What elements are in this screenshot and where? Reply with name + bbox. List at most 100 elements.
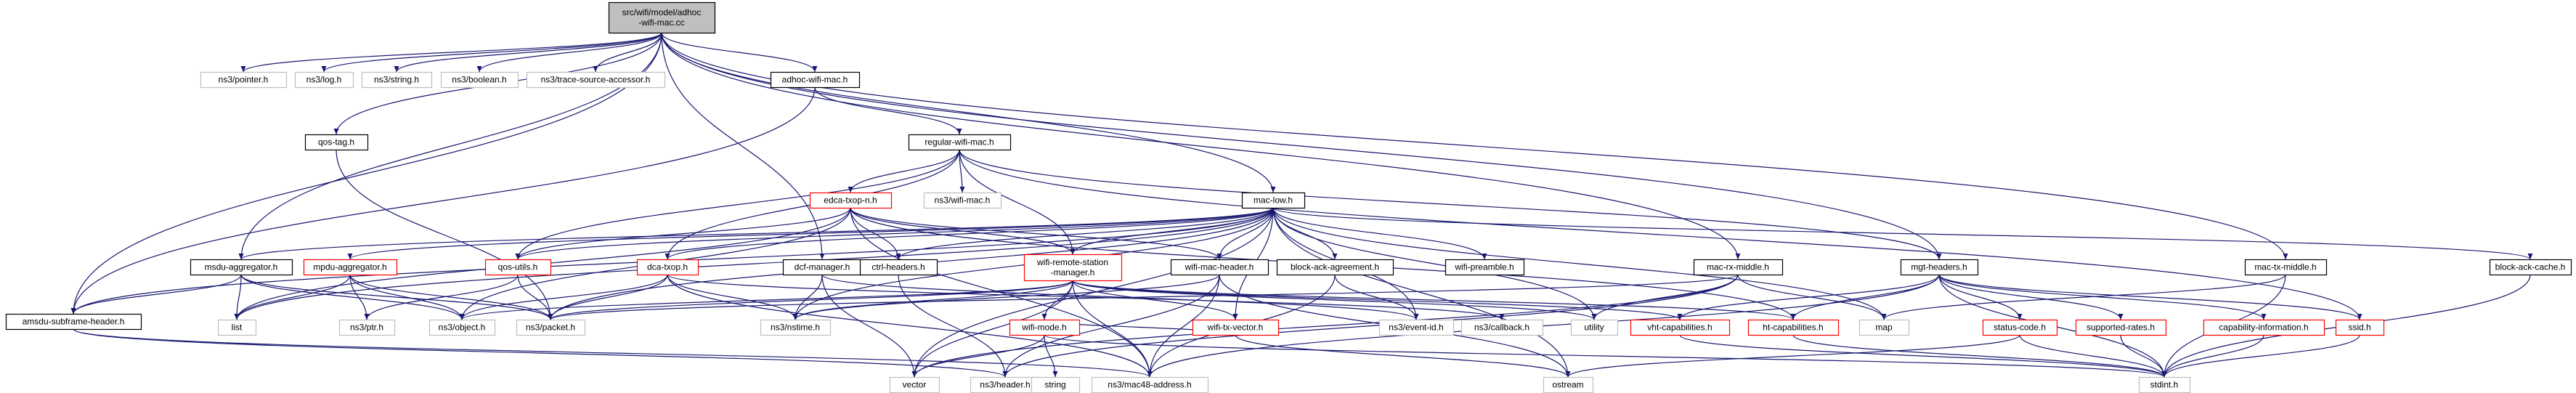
edge-mpdu-to-object (349, 274, 463, 320)
node-label: ostream (1552, 380, 1583, 390)
node-rxmiddle[interactable]: mac-rx-middle.h (1693, 259, 1784, 276)
arrowhead-icon (1002, 371, 1008, 377)
edge-root-to-adhoc (661, 32, 816, 73)
node-bacache[interactable]: block-ack-cache.h (2489, 259, 2572, 276)
arrowhead-icon (394, 66, 399, 72)
node-label: vector (903, 380, 927, 390)
edge-mgt-to-capinfo (1938, 274, 2264, 320)
node-strg: string (1031, 376, 1081, 393)
node-label: supported-rates.h (2087, 323, 2155, 333)
node-box (760, 319, 832, 336)
node-preamble[interactable]: wifi-preamble.h (1445, 259, 1525, 276)
arrowhead-icon (70, 308, 76, 314)
node-qosutils[interactable]: qos-utils.h (484, 259, 552, 276)
node-wmh[interactable]: wifi-mac-header.h (1170, 259, 1269, 276)
edge-wrsm-to-utility (1072, 280, 1595, 320)
arrowhead-icon (2527, 254, 2533, 259)
node-dcf[interactable]: dcf-manager.h (782, 259, 863, 276)
node-amsdu[interactable]: amsdu-subframe-header.h (5, 313, 142, 331)
arrowhead-icon (1147, 371, 1153, 377)
node-mpdu[interactable]: mpdu-aggregator.h (303, 259, 398, 276)
edge-root-to-mgt (661, 32, 1940, 260)
node-box (428, 319, 496, 336)
node-qostag[interactable]: qos-tag.h (304, 134, 369, 151)
edge-dcatxop-to-packet (550, 274, 668, 320)
edge-dcatxop-to-callback (667, 274, 1503, 320)
node-boolean: ns3/boolean.h (440, 71, 519, 89)
node-ssid[interactable]: ssid.h (2335, 319, 2385, 336)
edge-wmh-to-mac48 (1149, 274, 1220, 378)
node-label: ns3/event-id.h (1389, 323, 1443, 333)
node-baa[interactable]: block-ack-agreement.h (1276, 259, 1394, 276)
node-label: block-ack-agreement.h (1291, 262, 1379, 272)
arrowhead-icon (364, 314, 370, 320)
node-status[interactable]: status-code.h (1982, 319, 2058, 336)
edge-root-to-txmiddle (661, 32, 2286, 260)
node-box (636, 259, 699, 276)
node-label: wifi-preamble.h (1454, 262, 1513, 272)
node-edca[interactable]: edca-txop-n.h (809, 192, 893, 209)
edge-edca-to-qosutils (517, 207, 851, 260)
node-string: ns3/string.h (361, 71, 433, 89)
edge-wrsm-to-packet (550, 280, 1073, 320)
node-dcatxop[interactable]: dca-txop.h (636, 259, 699, 276)
edge-txmiddle-to-map (1883, 274, 2286, 320)
node-label: ns3/packet.h (526, 323, 575, 333)
node-maclow[interactable]: mac-low.h (1241, 192, 1306, 209)
node-adhoc[interactable]: adhoc-wifi-mac.h (770, 71, 861, 89)
node-wifimode[interactable]: wifi-mode.h (1009, 319, 1081, 336)
edge-wtv-to-ostream (1235, 334, 1569, 378)
node-capinfo[interactable]: capability-information.h (2203, 319, 2325, 336)
node-wtv[interactable]: wifi-tx-vector.h (1192, 319, 1280, 336)
node-label: ht-capabilities.h (1763, 323, 1823, 333)
arrowhead-icon (1413, 314, 1419, 320)
node-msdu[interactable]: msdu-aggregator.h (190, 259, 293, 276)
node-ctrl[interactable]: ctrl-headers.h (859, 259, 938, 276)
node-vht[interactable]: vht-capabilities.h (1630, 319, 1731, 336)
node-label: string (1044, 380, 1065, 390)
nodes-layer: src/wifi/model/adhoc-wifi-mac.ccns3/poin… (5, 1, 2572, 393)
node-wrsm[interactable]: wifi-remote-station-manager.h (1023, 254, 1123, 282)
node-regular[interactable]: regular-wifi-mac.h (908, 134, 1012, 151)
node-label: vht-capabilities.h (1647, 323, 1712, 333)
node-box (1378, 319, 1455, 336)
edge-msdu-to-packet (240, 274, 551, 320)
node-label: wifi-mac-header.h (1185, 262, 1254, 272)
node-box (2203, 319, 2325, 336)
node-log: ns3/log.h (294, 71, 354, 89)
node-txmiddle[interactable]: mac-tx-middle.h (2244, 259, 2328, 276)
node-callback: ns3/callback.h (1460, 319, 1544, 336)
node-wifimac: ns3/wifi-mac.h (923, 192, 1002, 209)
edge-wrsm-to-vht (1072, 280, 1681, 320)
arrowhead-icon (1790, 314, 1796, 320)
node-label: ns3/header.h (980, 380, 1030, 390)
edge-rxmiddle-to-vector (914, 274, 1739, 378)
node-root[interactable]: src/wifi/model/adhoc-wifi-mac.cc (608, 1, 716, 34)
node-label: wifi-mode.h (1021, 323, 1066, 333)
edge-maclow-to-map (1272, 207, 1885, 320)
edge-mgt-to-ssid (1938, 274, 2360, 320)
arrowhead-icon (1041, 314, 1047, 320)
node-object: ns3/object.h (428, 319, 496, 336)
node-label: ns3/boolean.h (452, 75, 506, 85)
edge-amsdu-to-header (73, 328, 1006, 378)
node-label: ns3/ptr.h (350, 323, 383, 333)
node-ht[interactable]: ht-capabilities.h (1747, 319, 1840, 336)
node-box (1276, 259, 1394, 276)
edge-root-to-maclow (661, 32, 1274, 193)
node-vector: vector (889, 376, 940, 393)
arrowhead-icon (1735, 254, 1741, 259)
edge-root-to-rxmiddle (661, 32, 1739, 260)
node-stdint: stdint.h (2138, 376, 2191, 393)
node-label: ns3/trace-source-accessor.h (541, 75, 651, 85)
arrowhead-icon (819, 254, 825, 259)
edge-regular-to-edca (850, 149, 960, 193)
node-rates[interactable]: supported-rates.h (2075, 319, 2167, 336)
node-label: wifi-tx-vector.h (1207, 323, 1264, 333)
edge-dcatxop-to-mac48 (667, 274, 1150, 378)
node-mgt[interactable]: mgt-headers.h (1900, 259, 1979, 276)
edge-root-to-boolean (479, 32, 662, 73)
node-label: capability-information.h (2219, 323, 2308, 333)
edge-mgt-to-mac48 (1149, 274, 1940, 378)
node-nstime: ns3/nstime.h (760, 319, 832, 336)
